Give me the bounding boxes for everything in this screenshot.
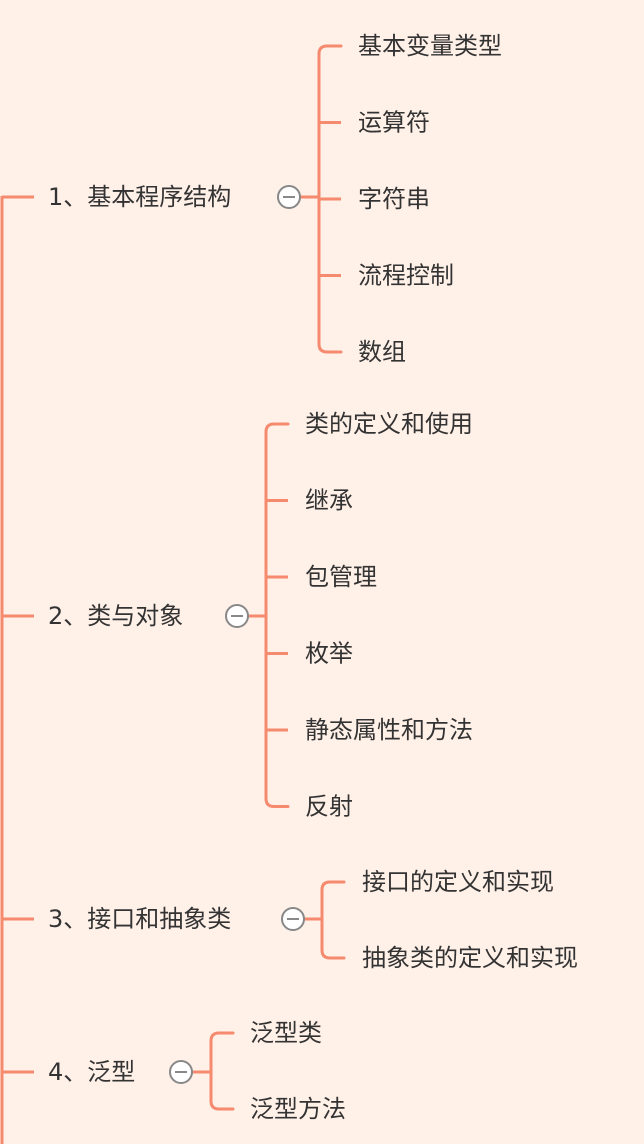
child-node-label[interactable]: 反射 [305,793,353,821]
child-node-label[interactable]: 字符串 [358,185,430,213]
child-node-label[interactable]: 类的定义和使用 [305,410,473,438]
child-node-label[interactable]: 接口的定义和实现 [362,868,554,896]
child-node-label[interactable]: 流程控制 [358,262,454,290]
child-node-label[interactable]: 抽象类的定义和实现 [362,944,578,972]
collapse-minus-icon[interactable] [277,185,301,209]
child-node-label[interactable]: 数组 [358,338,406,366]
child-node-label[interactable]: 枚举 [305,640,353,668]
child-node-label[interactable]: 继承 [305,487,353,515]
child-bracket-line [264,422,290,808]
branch-label[interactable]: 4、泛型 [48,1058,135,1086]
child-bracket-line [320,880,346,960]
branch-label[interactable]: 1、基本程序结构 [48,183,231,211]
collapse-minus-icon[interactable] [281,907,305,931]
collapse-minus-icon[interactable] [225,604,249,628]
child-node-label[interactable]: 基本变量类型 [358,32,502,60]
child-node-label[interactable]: 运算符 [358,109,430,137]
branch-label[interactable]: 2、类与对象 [48,602,183,630]
child-node-label[interactable]: 静态属性和方法 [305,716,473,744]
collapse-minus-icon[interactable] [169,1060,193,1084]
child-bracket-line [209,1031,235,1111]
branch-label[interactable]: 3、接口和抽象类 [48,905,231,933]
child-node-label[interactable]: 包管理 [305,563,377,591]
child-node-label[interactable]: 泛型类 [250,1019,322,1047]
child-node-label[interactable]: 泛型方法 [250,1095,346,1123]
